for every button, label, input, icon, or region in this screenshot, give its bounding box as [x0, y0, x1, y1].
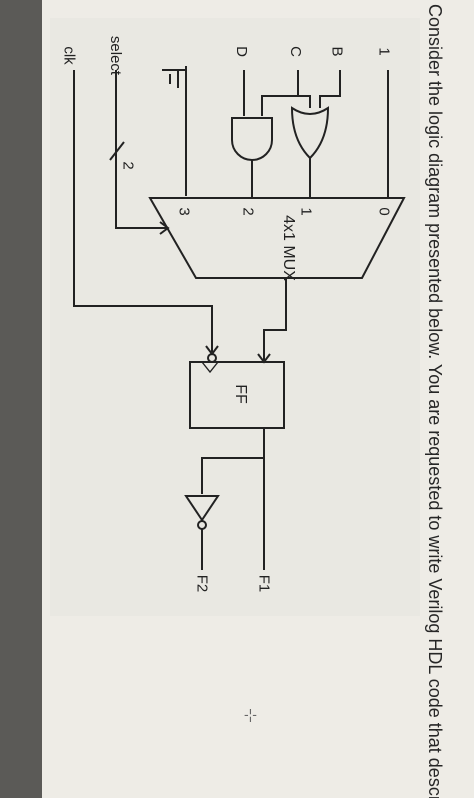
wire-select	[115, 70, 168, 229]
inverter-gate	[184, 495, 220, 522]
mux-port-3: 3	[175, 207, 193, 216]
mux-port-0: 0	[375, 207, 393, 216]
label-input-b: B	[328, 46, 346, 57]
label-bus-width: 2	[119, 161, 137, 170]
ff-clock-triangle	[201, 361, 219, 374]
label-select: select	[107, 35, 125, 76]
inverter-bubble	[197, 520, 207, 530]
ff-label: FF	[231, 384, 249, 404]
label-output-f1: F1	[255, 574, 273, 593]
or-gate	[290, 106, 330, 160]
cursor-icon: -¦-	[244, 706, 257, 722]
wire-c-to-or	[298, 95, 311, 108]
mux-port-1: 1	[297, 207, 315, 216]
bus-slash	[109, 141, 125, 161]
label-output-f2: F2	[193, 574, 211, 593]
label-input-1: 1	[375, 47, 393, 56]
wire-mux-to-ff	[263, 278, 287, 360]
ff-box	[189, 361, 285, 429]
label-input-d: D	[232, 46, 250, 57]
label-clk: clk	[60, 46, 78, 65]
wire-ff-to-inverter	[201, 457, 264, 494]
mux-port-2: 2	[239, 207, 257, 216]
wire-clk	[73, 70, 213, 352]
and-gate	[231, 117, 273, 161]
ground-symbol	[162, 66, 187, 92]
wire-input-b	[319, 70, 341, 108]
mux-shape	[148, 197, 406, 279]
label-input-c: C	[286, 46, 304, 57]
mux-label: 4x1 MUX	[279, 215, 297, 281]
select-arrow	[159, 221, 170, 235]
wire-input-c	[261, 70, 299, 116]
